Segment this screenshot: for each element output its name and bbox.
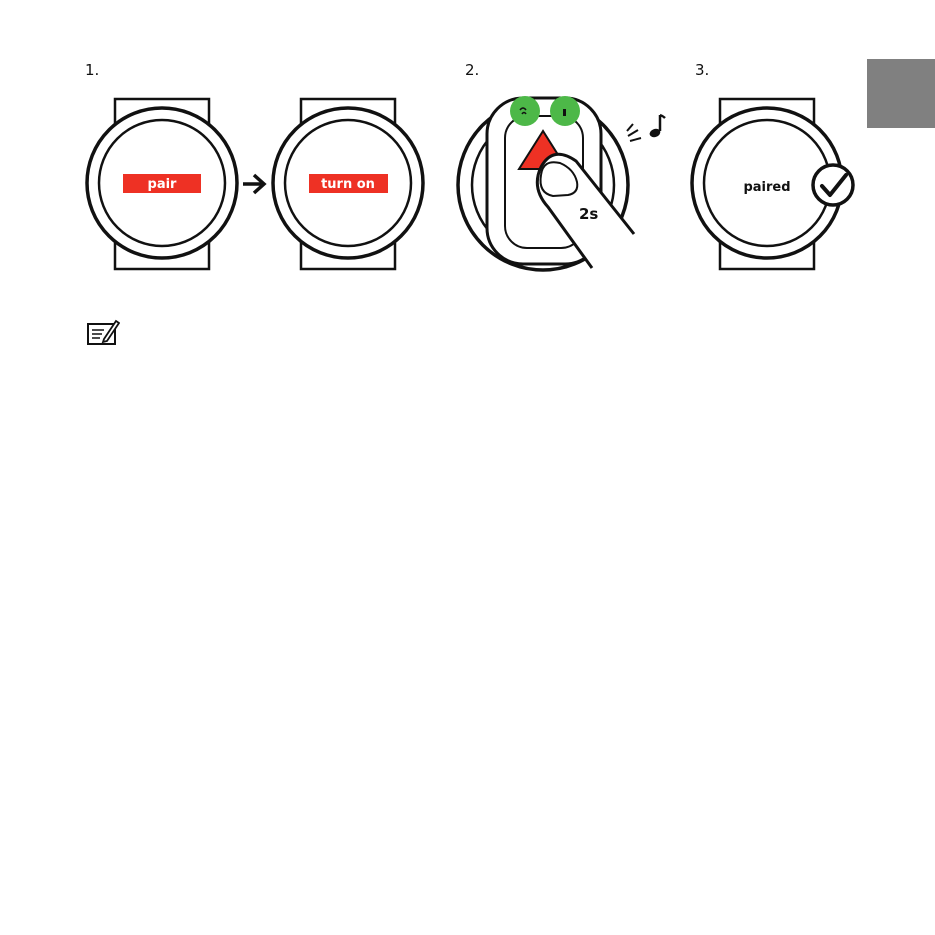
watch-pair: pair <box>87 99 237 269</box>
check-circle-icon <box>813 165 853 205</box>
watch-turn-on: turn on <box>273 99 423 269</box>
paired-label: paired <box>743 180 790 195</box>
note-pencil-icon <box>86 317 120 347</box>
music-note-icon <box>627 115 665 141</box>
led-left-icon <box>510 96 540 126</box>
pod-device: 2s <box>458 96 634 270</box>
press-duration-label: 2s <box>579 205 598 223</box>
arrow-right-icon <box>243 175 264 193</box>
dot-mark <box>563 109 566 116</box>
pair-label: pair <box>148 177 178 192</box>
turn-on-label: turn on <box>321 177 375 192</box>
